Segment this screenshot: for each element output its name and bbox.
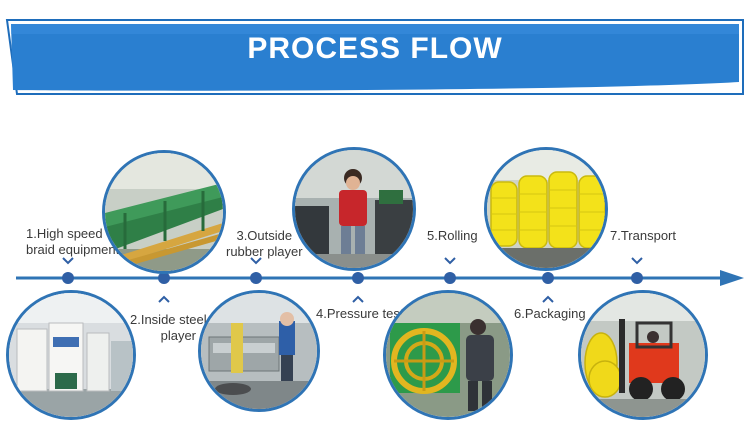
step-4-label: 4.Pressure test (316, 306, 404, 321)
photo-factory-machines (6, 290, 136, 420)
banner-shape (5, 19, 744, 95)
step-1-label: 1.High speed braid equipment1 (26, 226, 127, 257)
step-3-label: 3.Outside rubber player (226, 228, 303, 259)
step-2-label: 2.Inside steel player (130, 312, 207, 343)
timeline-dot-5 (444, 272, 456, 284)
timeline-dot-4 (352, 272, 364, 284)
timeline-dot-7 (631, 272, 643, 284)
photo-worker-testing (292, 147, 416, 271)
photo-braiding-line (102, 150, 226, 274)
chevron-up-icon (542, 295, 554, 303)
chevron-down-icon (250, 257, 262, 265)
step-7-label: 7.Transport (610, 228, 676, 243)
timeline-dot-1 (62, 272, 74, 284)
process-flow-banner: PROCESS FLOW (5, 18, 745, 96)
timeline-dot-2 (158, 272, 170, 284)
banner-title: PROCESS FLOW (247, 32, 503, 65)
chevron-up-icon (158, 295, 170, 303)
timeline-dot-3 (250, 272, 262, 284)
photo-rubber-extruder (198, 290, 320, 412)
chevron-down-icon (444, 257, 456, 265)
photo-yellow-hose-coils (484, 147, 608, 271)
photo-hose-rolling (383, 290, 513, 420)
chevron-down-icon (631, 257, 643, 265)
photo-forklift-transport (578, 290, 708, 420)
timeline-arrowhead (720, 270, 744, 286)
chevron-down-icon (62, 257, 74, 265)
step-5-label: 5.Rolling (427, 228, 478, 243)
timeline-dot-6 (542, 272, 554, 284)
chevron-up-icon (352, 295, 364, 303)
step-6-label: 6.Packaging (514, 306, 586, 321)
